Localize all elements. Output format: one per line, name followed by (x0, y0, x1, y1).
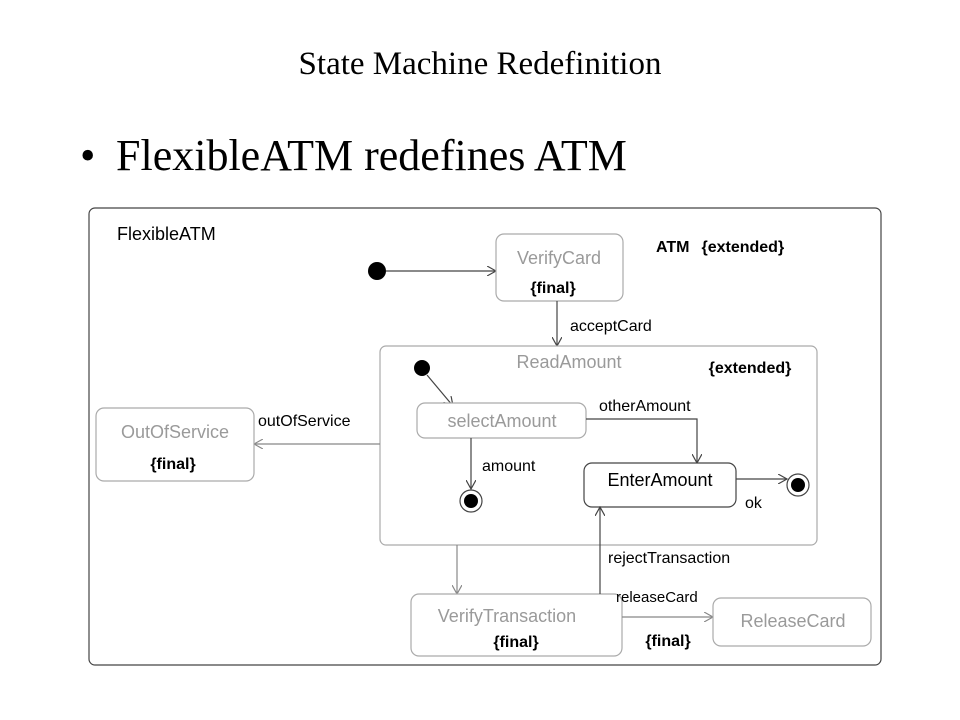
transition-otheramount (586, 418, 697, 463)
state-readamount-label: ReadAmount (516, 352, 621, 372)
final-state-ok-inner (791, 478, 805, 492)
otheramount-label: otherAmount (599, 398, 691, 415)
state-releasecard-label: ReleaseCard (740, 611, 845, 631)
initial-state-inner (414, 360, 430, 376)
state-selectamount-label: selectAmount (447, 411, 556, 431)
transition-initial-selectamount (426, 374, 453, 406)
verifycard-final-tag: {final} (530, 280, 575, 297)
outofservice-final-tag: {final} (150, 456, 195, 473)
releasecard-final-tag: {final} (645, 633, 690, 650)
final-state-amount-inner (464, 494, 478, 508)
initial-state-top (368, 262, 386, 280)
readamount-extended-tag: {extended} (709, 360, 792, 377)
state-releasecard[interactable] (712, 597, 872, 647)
verifytransaction-final-tag: {final} (493, 634, 538, 651)
state-verifytransaction[interactable] (410, 593, 623, 657)
amount-label: amount (482, 458, 536, 475)
state-enteramount[interactable] (583, 462, 737, 508)
acceptcard-label: acceptCard (570, 318, 652, 335)
slide-title: State Machine Redefinition (298, 46, 662, 82)
state-outofservice[interactable] (95, 407, 255, 482)
releasecard-label: releaseCard (616, 589, 698, 606)
state-enteramount-label: EnterAmount (607, 470, 712, 490)
rejecttransaction-label: rejectTransaction (608, 550, 730, 567)
state-selectamount[interactable] (416, 402, 587, 439)
bullet-item: • FlexibleATM redefines ATM (80, 130, 627, 181)
state-verifytransaction-label: VerifyTransaction (438, 606, 576, 626)
outofservice-label: outOfService (258, 413, 351, 430)
state-verifycard-label: VerifyCard (517, 248, 601, 268)
state-outofservice-label: OutOfService (121, 422, 229, 442)
bullet-dot: • (80, 131, 96, 180)
ok-label: ok (745, 495, 763, 512)
state-verifycard[interactable] (495, 233, 624, 302)
bullet-text: FlexibleATM redefines ATM (116, 131, 627, 180)
machine-name: FlexibleATM (117, 224, 216, 244)
atm-extends-label: ATM{extended} (656, 239, 784, 256)
